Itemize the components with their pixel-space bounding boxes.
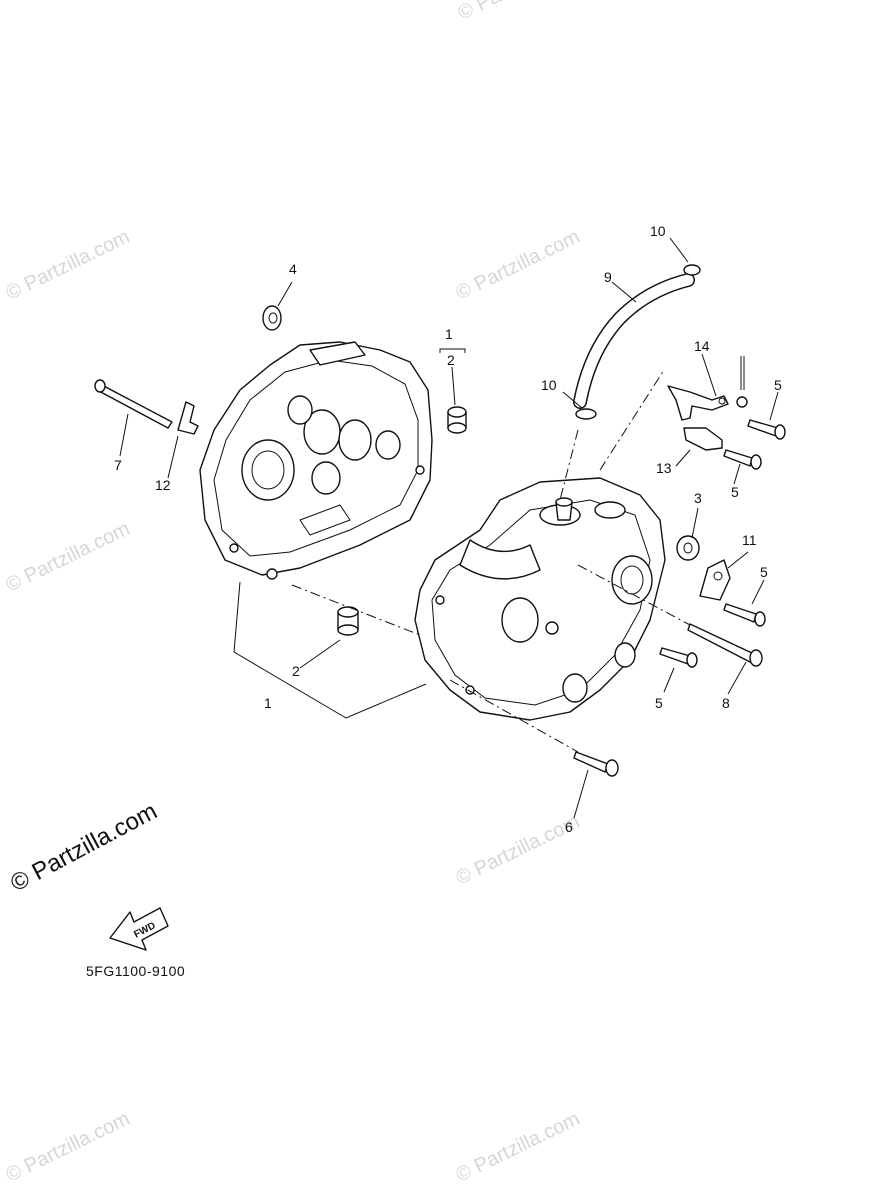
bracket-11 [699, 559, 731, 601]
callout-13: 13 [656, 460, 672, 476]
callout-14: 14 [694, 338, 710, 354]
watermark: © Partzilla.com [453, 226, 584, 305]
hose-9 [573, 273, 695, 409]
callout-5-a: 5 [774, 377, 782, 393]
clip-13 [683, 427, 723, 451]
diagram-code: 5FG1100-9100 [86, 963, 185, 979]
dowel-pin-upper [447, 406, 467, 434]
callout-10-upper: 10 [650, 223, 666, 239]
bolt-6 [573, 751, 619, 777]
callout-3: 3 [694, 490, 702, 506]
bolt-5b [723, 449, 762, 470]
hose-clip-lower [575, 408, 597, 420]
callout-2-lower: 2 [292, 663, 300, 679]
leader-lines [119, 237, 779, 819]
watermark: © Partzilla.com [453, 811, 584, 890]
callout-1-lower: 1 [264, 695, 272, 711]
callout-8: 8 [722, 695, 730, 711]
callout-4: 4 [289, 261, 297, 277]
bolt-8 [687, 623, 763, 667]
callout-9: 9 [604, 269, 612, 285]
bolt-5c [723, 603, 766, 627]
main-watermark: © Partzilla.com [6, 798, 161, 898]
bolt-5a [747, 419, 786, 440]
bolt-5d [659, 647, 698, 668]
clamp-12 [177, 401, 199, 435]
callout-12: 12 [155, 477, 171, 493]
watermark: © Partzilla.com [3, 518, 134, 597]
breather-fitting [555, 497, 573, 521]
callout-1-upper: 1 [445, 326, 453, 342]
callout-5-c: 5 [760, 564, 768, 580]
hose-clip-upper [683, 264, 701, 276]
crankcase-right [414, 477, 666, 721]
bolt-7 [94, 379, 173, 429]
bracket-14 [667, 385, 729, 421]
ground-wire [736, 356, 748, 408]
callout-10-lower: 10 [541, 377, 557, 393]
callout-6: 6 [565, 819, 573, 835]
washer-4 [262, 305, 282, 331]
fwd-arrow-icon: FWD [109, 907, 169, 951]
assembly-lines [291, 369, 691, 753]
callout-7: 7 [114, 457, 122, 473]
callout-2-upper: 2 [447, 352, 455, 368]
watermark: © Partzilla.com [3, 226, 134, 305]
callout-5-b: 5 [731, 484, 739, 500]
crankcase-left [199, 341, 433, 580]
callout-11: 11 [742, 532, 757, 548]
dowel-pin-lower [337, 606, 359, 636]
watermark: © Partzilla.com [453, 1108, 584, 1187]
washer-3 [676, 535, 700, 561]
callouts: 4 1 2 7 12 10 9 10 14 5 13 5 3 11 5 2 1 … [114, 223, 782, 835]
watermark: © Partzilla.com [455, 0, 586, 24]
watermark: © Partzilla.com [3, 1108, 134, 1187]
callout-5-d: 5 [655, 695, 663, 711]
